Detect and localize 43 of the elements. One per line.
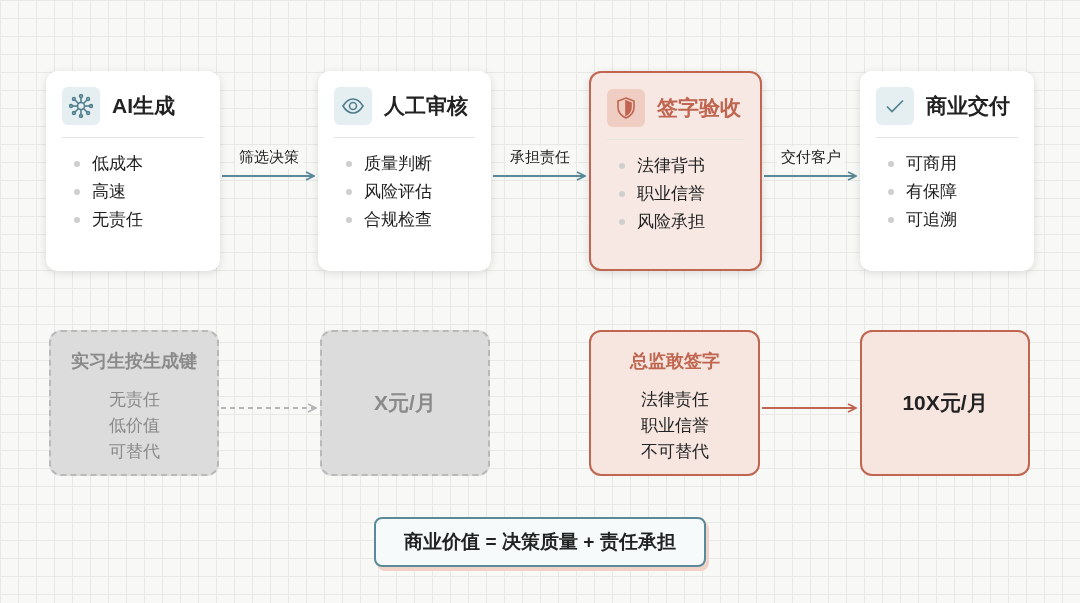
bullet-item: 无责任 [92, 209, 143, 232]
edge-label: 筛选决策 [235, 146, 303, 169]
bullet-item: 有保障 [906, 181, 957, 204]
arrow [763, 171, 857, 181]
box-item: 低价值 [108, 415, 160, 437]
bullet-item: 风险承担 [637, 211, 705, 234]
box-item: 无责任 [108, 389, 160, 411]
box-item: 职业信誉 [640, 415, 709, 437]
dashed-box [320, 330, 490, 476]
bullet-item: 风险评估 [364, 181, 432, 204]
edge-label: 承担责任 [506, 146, 574, 169]
step-card [46, 71, 220, 271]
card-title: 商业交付 [926, 93, 1010, 120]
box-title: X元/月 [374, 390, 436, 417]
arrow [220, 403, 317, 413]
highlight-box [589, 330, 760, 476]
step-card [860, 71, 1034, 271]
box-item: 可替代 [108, 441, 160, 463]
dashed-box [49, 330, 219, 476]
bullet-item: 高速 [92, 181, 126, 204]
bullet-item: 可商用 [906, 153, 957, 176]
bullet-item: 法律背书 [637, 155, 705, 178]
highlight-box [860, 330, 1030, 476]
arrow [761, 403, 857, 413]
step-card [589, 71, 762, 271]
bullet-item: 可追溯 [906, 209, 957, 232]
bullet-item: 低成本 [92, 153, 143, 176]
arrow [221, 171, 315, 181]
arrow [492, 171, 586, 181]
formula-text: 商业价值 = 决策质量 + 责任承担 [404, 529, 676, 554]
box-item: 不可替代 [640, 441, 709, 463]
bullet-item: 合规检查 [364, 209, 432, 232]
box-title: 总监敢签字 [629, 350, 720, 373]
card-title: 签字验收 [657, 95, 741, 122]
card-title: 人工审核 [384, 93, 468, 120]
edge-label: 交付客户 [777, 146, 845, 169]
step-card [318, 71, 491, 271]
bullet-item: 质量判断 [364, 153, 432, 176]
box-title: 10X元/月 [902, 390, 988, 417]
box-title: 实习生按生成键 [71, 350, 197, 373]
card-title: AI生成 [112, 93, 175, 120]
box-item: 法律责任 [640, 389, 709, 411]
bullet-item: 职业信誉 [637, 183, 705, 206]
